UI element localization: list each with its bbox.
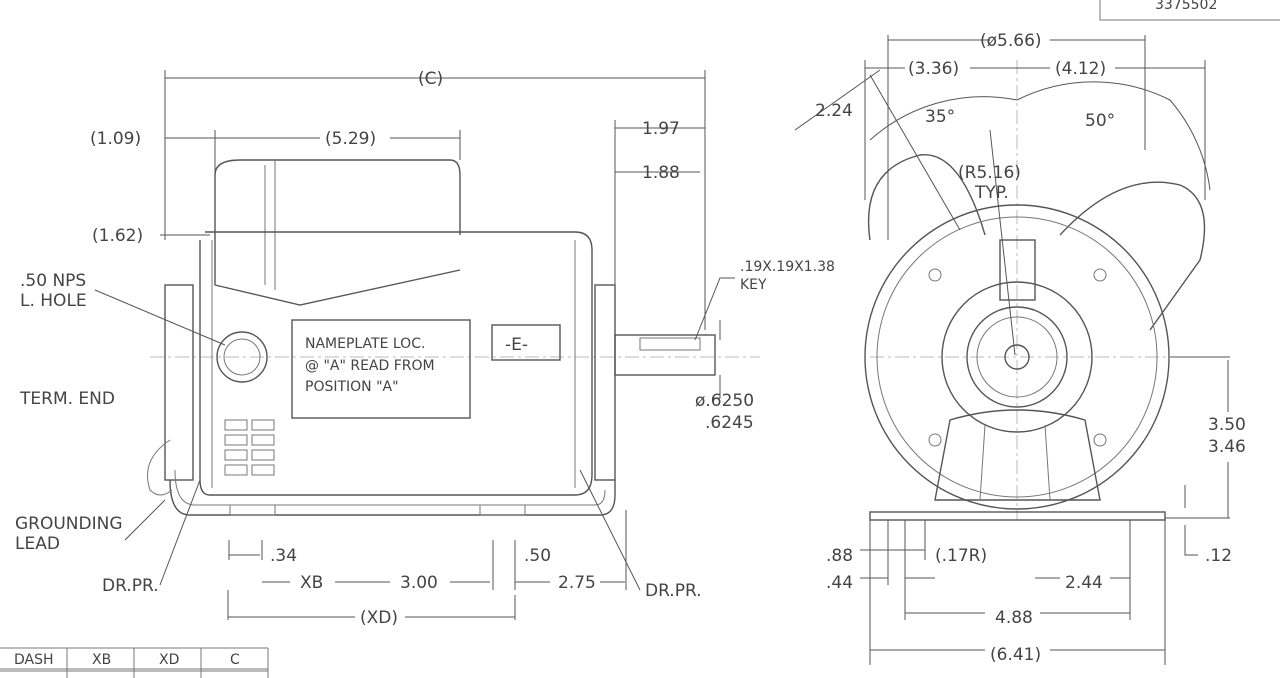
dim-3-50: 3.50 bbox=[1208, 415, 1246, 435]
dim-0-88: .88 bbox=[826, 546, 853, 566]
table-header: XD bbox=[159, 652, 179, 668]
nameplate-line: @ "A" READ FROM bbox=[305, 358, 435, 374]
angle-50: 50° bbox=[1085, 111, 1115, 131]
dim-r-0-17: (.17R) bbox=[935, 546, 987, 566]
dim-xb: XB bbox=[300, 573, 323, 593]
dim-3-36: (3.36) bbox=[908, 59, 959, 79]
dim-1-97: 1.97 bbox=[642, 119, 680, 139]
shaft-dia-label: ø.6250 bbox=[695, 391, 754, 411]
dim-r-5-16: (R5.16) bbox=[958, 163, 1021, 183]
grounding-label-2: LEAD bbox=[15, 534, 60, 554]
dim-2-44: 2.44 bbox=[1065, 573, 1103, 593]
drpr-right-label: DR.PR. bbox=[645, 581, 702, 601]
table-header: DASH bbox=[14, 652, 54, 668]
nps-label: .50 NPS bbox=[20, 271, 86, 291]
term-end-label: TERM. END bbox=[19, 389, 115, 409]
dim-c: (C) bbox=[418, 69, 443, 89]
dim-0-12: .12 bbox=[1205, 546, 1232, 566]
dim-4-12: (4.12) bbox=[1055, 59, 1106, 79]
dimension-table: DASH XB XD C bbox=[0, 647, 269, 678]
side-view: NAMEPLATE LOC. @ "A" READ FROM POSITION … bbox=[15, 69, 835, 628]
angle-35: 35° bbox=[925, 107, 955, 127]
dim-dia-5-66: (ø5.66) bbox=[980, 31, 1042, 51]
typ-label: TYP. bbox=[974, 183, 1009, 203]
dim-3-00: 3.00 bbox=[400, 573, 438, 593]
drpr-left-label: DR.PR. bbox=[102, 576, 159, 596]
dim-3-46: 3.46 bbox=[1208, 437, 1246, 457]
dim-1-88: 1.88 bbox=[642, 163, 680, 183]
e-mark: -E- bbox=[505, 335, 528, 355]
key-label-2: KEY bbox=[740, 277, 767, 293]
dim-2-75: 2.75 bbox=[558, 573, 596, 593]
dim-6-41: (6.41) bbox=[990, 645, 1041, 665]
dim-5-29: (5.29) bbox=[325, 129, 376, 149]
shaft-dia-label-2: .6245 bbox=[705, 413, 754, 433]
nps-label-2: L. HOLE bbox=[20, 291, 87, 311]
dim-0-34: .34 bbox=[270, 546, 297, 566]
table-header: C bbox=[230, 652, 240, 668]
dim-0-50: .50 bbox=[524, 546, 551, 566]
dim-1-62: (1.62) bbox=[92, 226, 143, 246]
nameplate-line: NAMEPLATE LOC. bbox=[305, 336, 425, 352]
grounding-label: GROUNDING bbox=[15, 514, 123, 534]
dim-xd: (XD) bbox=[360, 608, 398, 628]
key-label: .19X.19X1.38 bbox=[740, 259, 835, 275]
title-block: 3375502 bbox=[1099, 0, 1280, 21]
end-view: (ø5.66) (3.36) (4.12) 2.24 35° 50° (R5.1… bbox=[794, 31, 1246, 665]
drawing-number: 3375502 bbox=[1155, 0, 1217, 13]
nameplate-line: POSITION "A" bbox=[305, 379, 399, 395]
nameplate-box bbox=[291, 319, 471, 419]
dim-1-09: (1.09) bbox=[90, 129, 141, 149]
dim-0-44: .44 bbox=[826, 573, 853, 593]
table-header: XB bbox=[92, 652, 111, 668]
dim-4-88: 4.88 bbox=[995, 608, 1033, 628]
dim-2-24: 2.24 bbox=[815, 101, 853, 121]
